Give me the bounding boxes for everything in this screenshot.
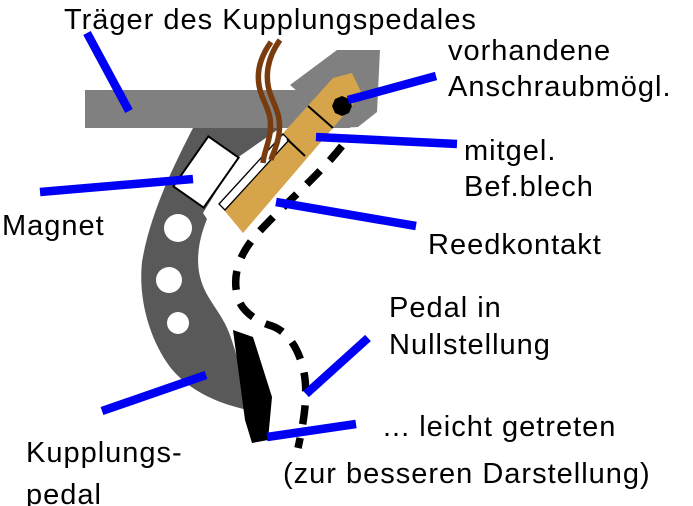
pointer-befestigungsblech [315, 132, 458, 149]
arm-hole-bottom [167, 312, 189, 334]
label-reedkontakt: Reedkontakt [428, 229, 602, 261]
label-kupplungspedal: Kupplungs- pedal [26, 432, 183, 506]
arm-hole-top [164, 214, 192, 242]
magnet-shape [171, 135, 241, 209]
pointer-leicht-getreten [266, 419, 357, 442]
label-kupplungspedal-line1: Kupplungs- [26, 437, 183, 469]
pointer-lines [39, 30, 458, 442]
wire-strand-right [264, 38, 283, 161]
label-magnet: Magnet [2, 210, 105, 242]
label-befestigungsblech-line2: Bef.blech [464, 171, 594, 203]
screw-hole [332, 96, 352, 116]
label-befestigungsblech: mitgel. Bef.blech [464, 133, 594, 205]
pointer-anschraubmoeglichkeit [346, 71, 438, 105]
null-position-dashed-outline [231, 143, 345, 449]
label-nullstellung: Pedal in Nullstellung [389, 290, 551, 364]
pedal-arm [141, 128, 280, 410]
label-anschraubmoeglichkeit: vorhandene Anschraubmögl. [448, 33, 672, 105]
label-nullstellung-line2: Nullstellung [389, 329, 551, 361]
pointer-traeger [83, 30, 133, 114]
plate-divider-lower [286, 138, 306, 157]
label-anschraubmoeglichkeit-line1: vorhandene [448, 35, 612, 67]
label-zur-besseren-darstellung: (zur besseren Darstellung) [283, 458, 651, 490]
pointer-nullstellung [303, 334, 371, 398]
pointer-magnet [39, 174, 194, 197]
label-anschraubmoeglichkeit-line2: Anschraubmögl. [448, 71, 672, 103]
label-traeger: Träger des Kupplungspedales [64, 4, 477, 36]
arm-hole-middle [156, 267, 182, 293]
label-leicht-getreten: ... leicht getreten [383, 411, 617, 443]
label-befestigungsblech-line1: mitgel. [464, 135, 557, 167]
mounting-plate [219, 73, 362, 233]
label-nullstellung-line1: Pedal in [389, 292, 502, 324]
pedal-pad [233, 330, 272, 443]
plate-divider-upper [307, 105, 334, 129]
pointer-kupplungspedal [100, 370, 208, 416]
pointer-reedkontakt [275, 197, 417, 231]
wire-strand-left [255, 40, 274, 164]
label-kupplungspedal-line2: pedal [26, 479, 102, 506]
